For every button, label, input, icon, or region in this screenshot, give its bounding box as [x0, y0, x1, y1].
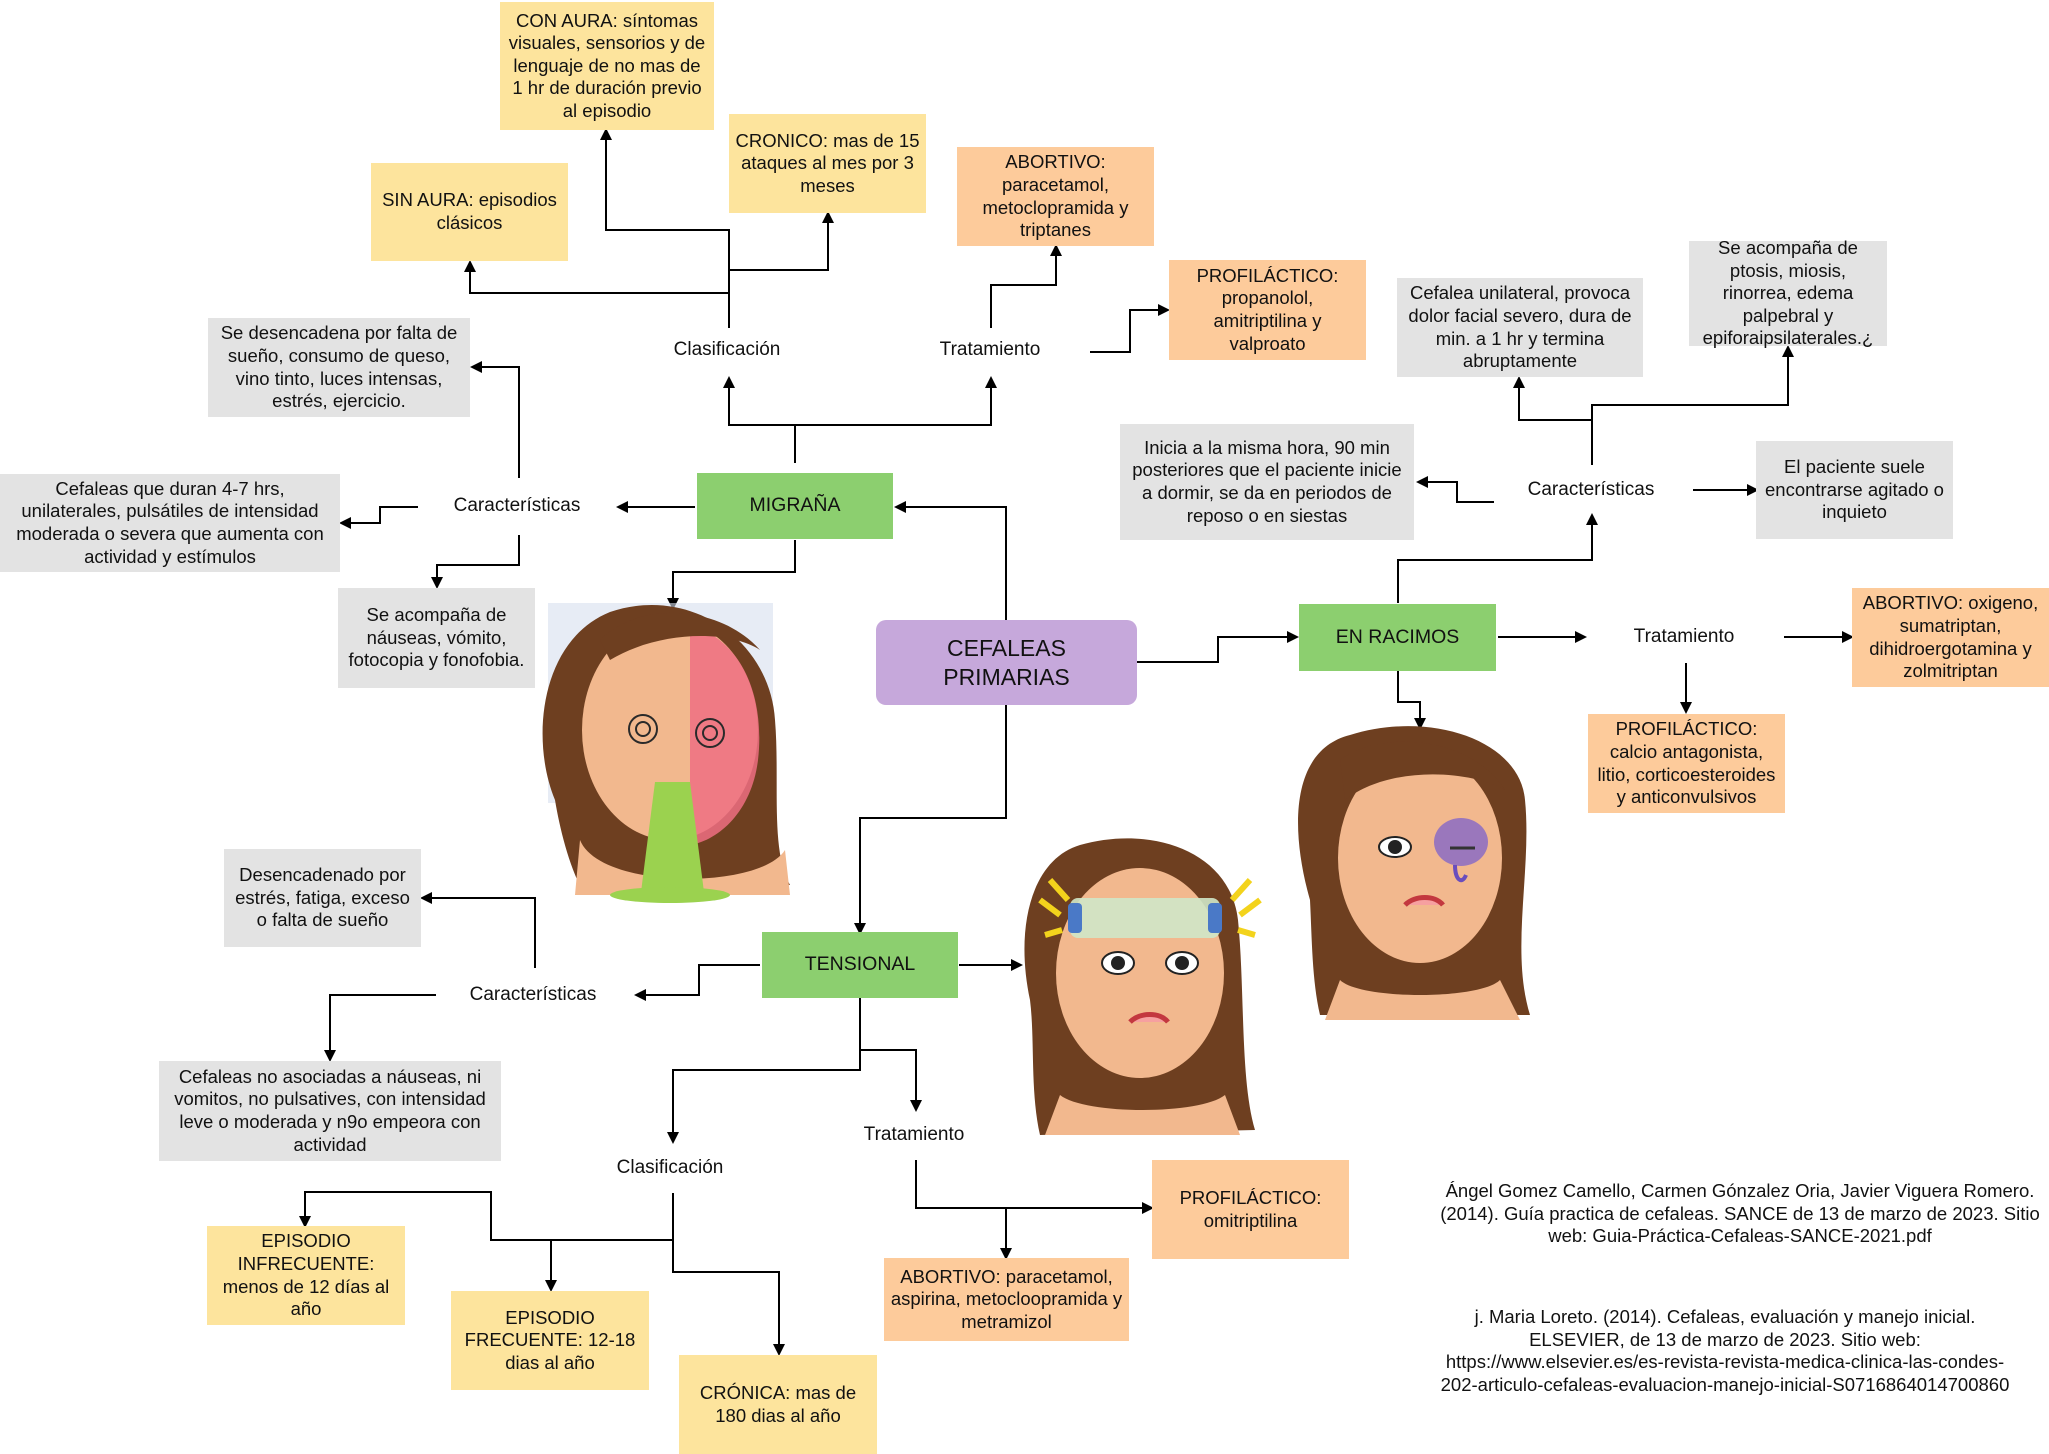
arrow-migrana-tratamiento — [795, 376, 997, 426]
arrow-center-racimos — [1137, 631, 1299, 663]
tensional-tratamiento-label: Tratamiento — [863, 1124, 965, 1145]
arrow-clasif-cronico — [729, 211, 834, 271]
reference-1: Ángel Gomez Camello, Carmen Gónzalez Ori… — [1440, 1180, 2040, 1247]
arrow-racimos-face — [1397, 671, 1426, 730]
arrow-car-acompana — [431, 535, 520, 589]
arrow-center-tensional — [854, 705, 1007, 935]
arrow-migrana-clasificacion — [723, 376, 796, 463]
arrow-car-desencadenado — [420, 892, 536, 968]
racimos-unilateral-box: Cefalea unilateral, provoca dolor facial… — [1397, 278, 1643, 377]
arrow-trat-profilactico — [1090, 304, 1170, 353]
migrana-clasificacion-label: Clasificación — [673, 339, 781, 360]
racimos-agitado-box: El paciente suele encontrarse agitado o … — [1756, 441, 1953, 539]
arrow-tensional-clasificacion — [667, 997, 861, 1144]
racimos-tratamiento-label: Tratamiento — [1633, 626, 1735, 647]
episodio-frecuente-box: EPISODIO FRECUENTE: 12-18 dias al año — [451, 1291, 649, 1390]
arrow-trat-profilactico-t — [915, 1160, 1154, 1214]
arrow-car-acompana-r — [1591, 345, 1794, 420]
arrow-clasif-con-aura — [600, 128, 730, 328]
arrow-clasif-infrecuente — [299, 1191, 674, 1241]
migrana-duracion-box: Cefaleas que duran 4-7 hrs, unilaterales… — [0, 474, 340, 572]
arrow-car-duracion — [339, 506, 418, 529]
migrana-node: MIGRAÑA — [697, 473, 893, 539]
episodio-infrecuente-box: EPISODIO INFRECUENTE: menos de 12 días a… — [207, 1226, 405, 1325]
arrow-car-desencadena — [470, 361, 520, 478]
racimos-caracteristicas-label: Características — [1527, 479, 1655, 500]
arrow-tensional-tratamiento — [860, 1049, 922, 1112]
arrow-car-inicia — [1416, 476, 1494, 503]
center-node: CEFALEAS PRIMARIAS — [876, 620, 1137, 705]
arrow-clasif-cronica — [672, 1240, 785, 1356]
arrow-clasif-sin-aura — [464, 260, 729, 294]
arrow-car-unilateral — [1513, 376, 1593, 465]
cronica-box: CRÓNICA: mas de 180 dias al año — [679, 1355, 877, 1454]
sin-aura-box: SIN AURA: episodios clásicos — [371, 163, 568, 261]
tensional-caracteristicas-label: Características — [469, 984, 597, 1005]
migrana-caracteristicas-label: Características — [453, 495, 581, 516]
racimos-acompana-box: Se acompaña de ptosis, miosis, rinorrea,… — [1689, 237, 1887, 348]
migrana-desencadena-box: Se desencadena por falta de sueño, consu… — [208, 318, 470, 417]
tensional-node: TENSIONAL — [762, 932, 958, 998]
tensional-clasificacion-label: Clasificación — [616, 1157, 724, 1178]
arrow-center-migrana — [894, 501, 1007, 620]
tensional-no-asociadas-box: Cefaleas no asociadas a náuseas, ni vomi… — [159, 1061, 501, 1161]
racimos-abortivo-box: ABORTIVO: oxigeno, sumatriptan, dihidroe… — [1852, 588, 2049, 687]
con-aura-box: CON AURA: síntomas visuales, sensorios y… — [500, 2, 714, 130]
tensional-desencadenado-box: Desencadenado por estrés, fatiga, exceso… — [224, 849, 421, 947]
arrow-tensional-caracteristicas — [634, 964, 760, 1001]
cluster-face-illustration — [1298, 726, 1530, 1020]
migraine-face-illustration — [542, 603, 790, 903]
reference-2: j. Maria Loreto. (2014). Cefaleas, evalu… — [1440, 1306, 2010, 1395]
migrana-profilactico-box: PROFILÁCTICO: propanolol, amitriptilina … — [1169, 260, 1366, 360]
tensional-profilactico-box: PROFILÁCTICO: omitriptilina — [1152, 1160, 1349, 1259]
migrana-tratamiento-label: Tratamiento — [939, 339, 1041, 360]
racimos-node: EN RACIMOS — [1299, 604, 1496, 671]
arrow-racimos-caracteristicas — [1397, 513, 1598, 603]
arrow-migrana-face — [667, 540, 796, 610]
migrana-acompana-box: Se acompaña de náuseas, vómito, fotocopi… — [338, 588, 535, 688]
migrana-abortivo-box: ABORTIVO: paracetamol, metoclopramida y … — [957, 147, 1154, 246]
racimos-inicia-box: Inicia a la misma hora, 90 min posterior… — [1120, 424, 1414, 540]
tension-face-illustration — [1024, 838, 1262, 1135]
cronico-box: CRONICO: mas de 15 ataques al mes por 3 … — [729, 114, 926, 213]
racimos-profilactico-box: PROFILÁCTICO: calcio antagonista, litio,… — [1588, 714, 1785, 813]
tensional-abortivo-box: ABORTIVO: paracetamol, aspirina, metoclo… — [884, 1258, 1129, 1341]
arrow-trat-abortivo — [990, 244, 1062, 328]
arrow-clasif-frecuente — [545, 1239, 673, 1292]
arrow-car-no-asociadas — [324, 994, 436, 1062]
